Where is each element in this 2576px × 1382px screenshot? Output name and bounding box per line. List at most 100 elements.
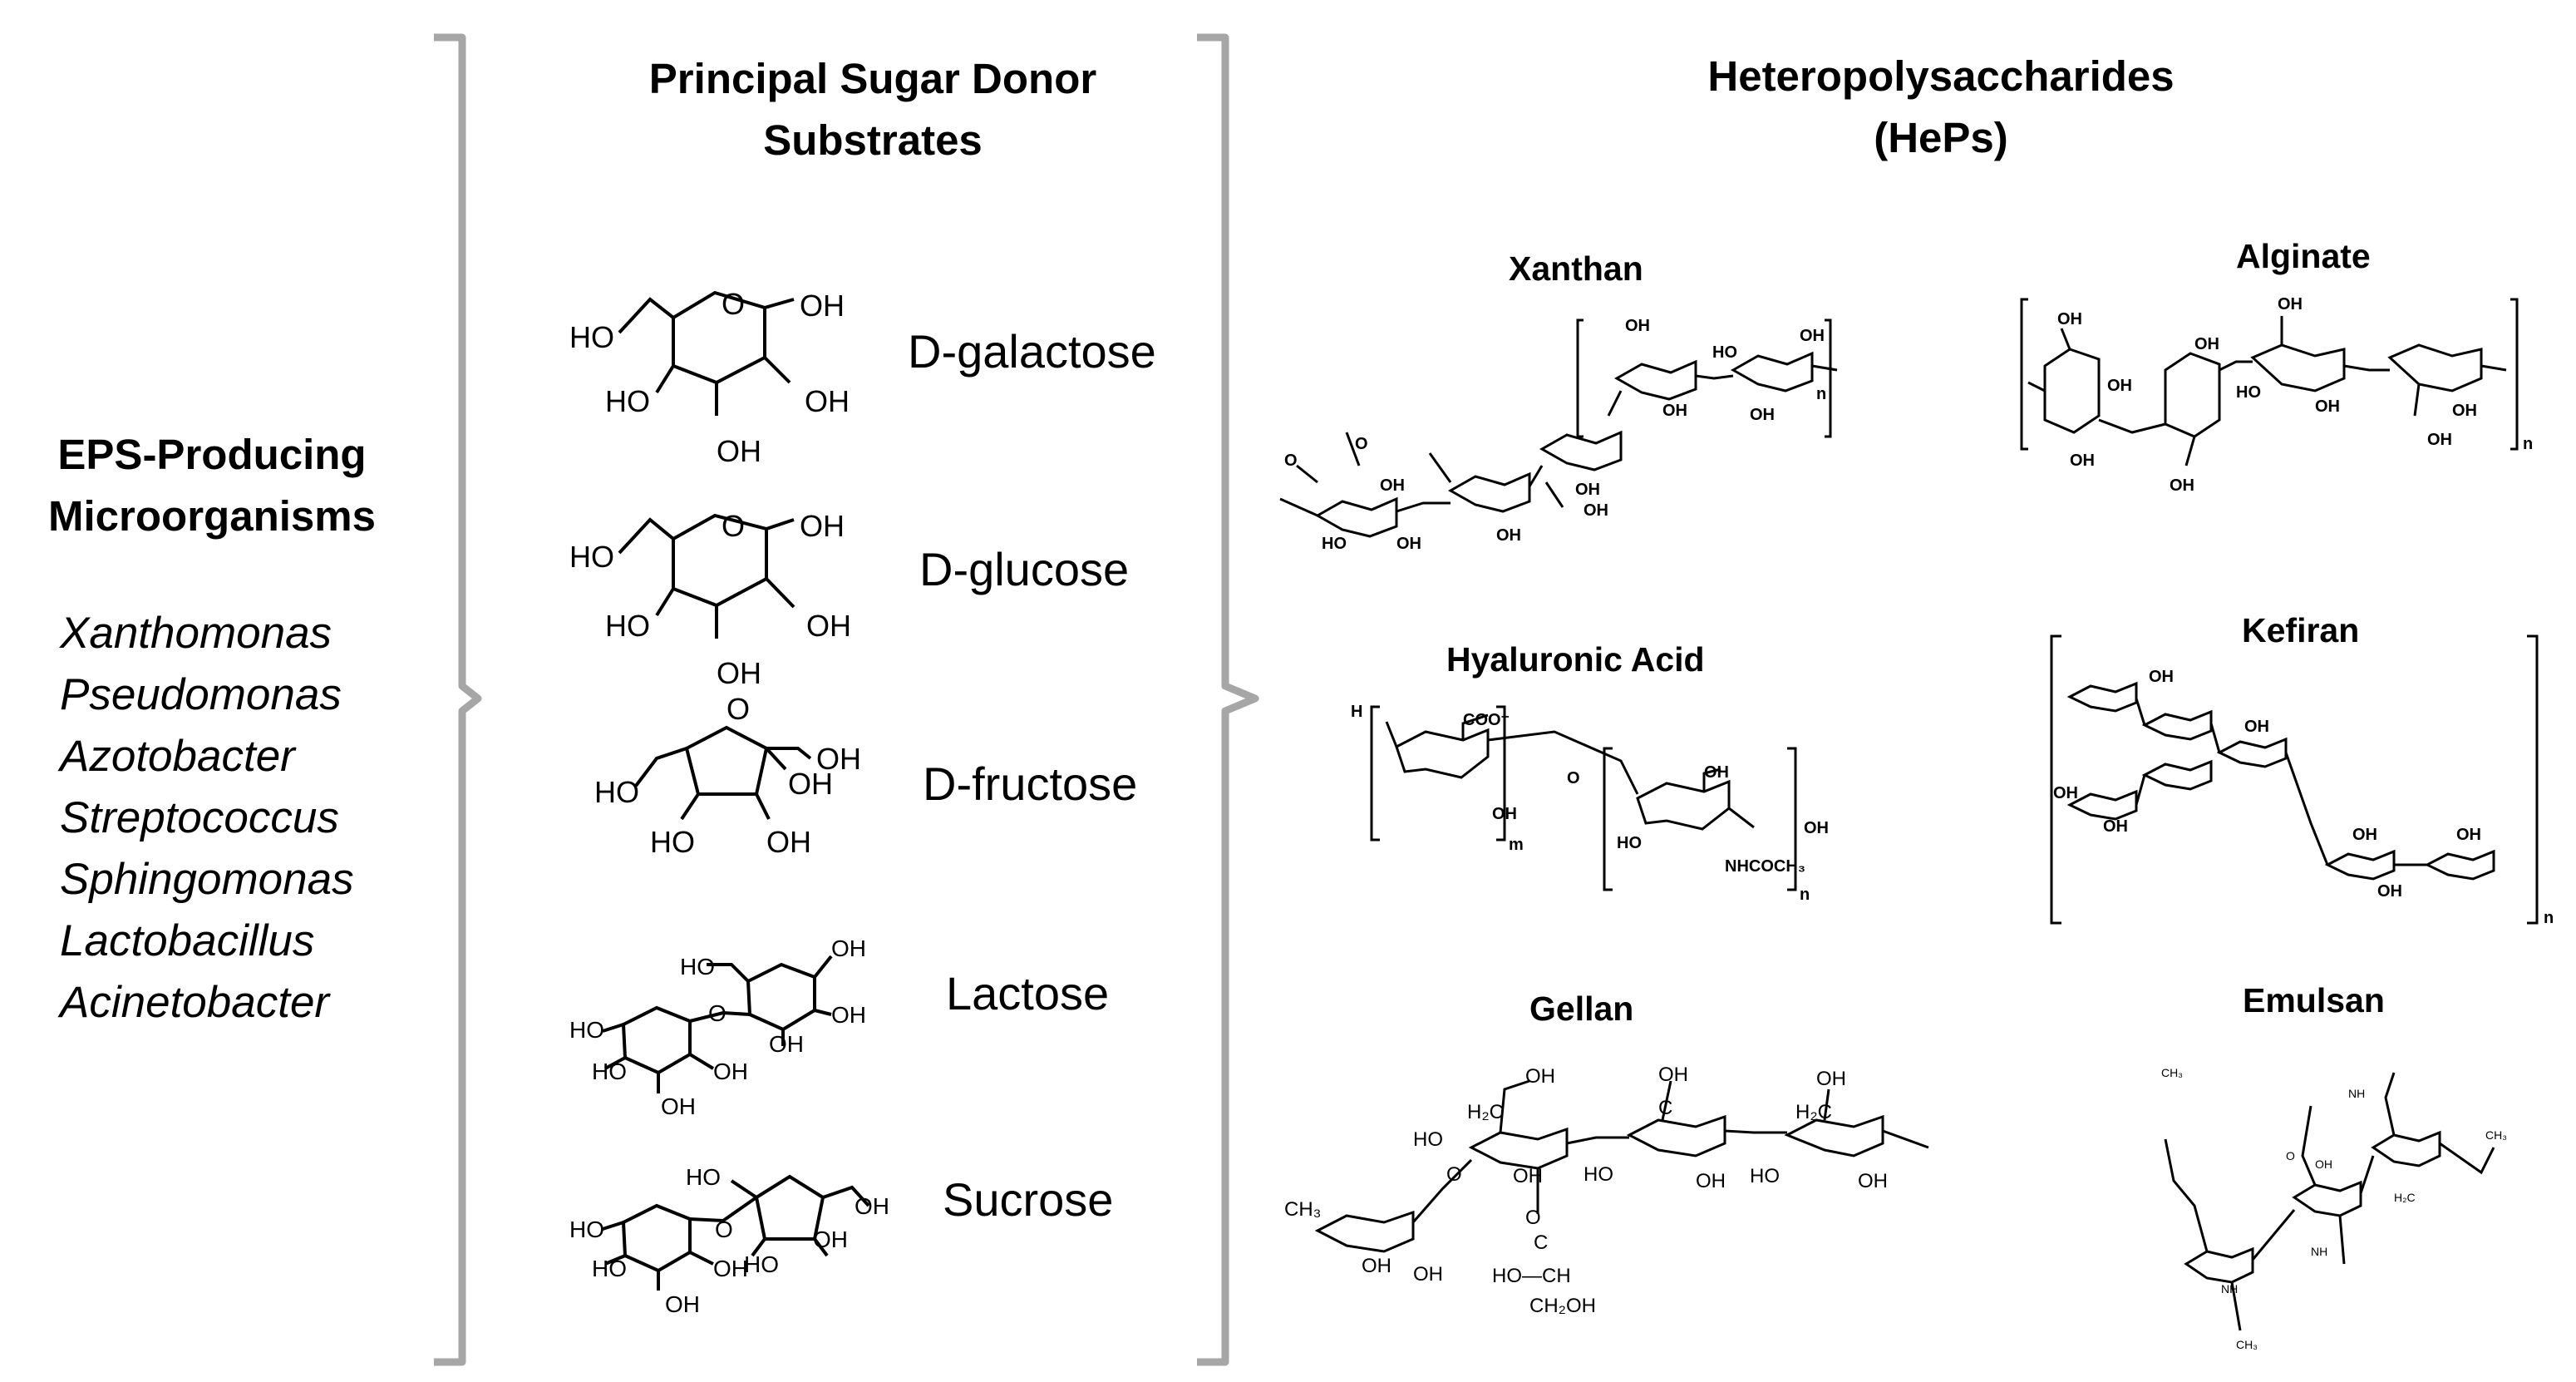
atom-label: n [1800,886,1810,904]
atom-label: OH [2244,718,2269,736]
atom-label: OH [800,509,845,543]
atom-label: OH [800,289,845,323]
atom-label: H₂C [1467,1101,1504,1123]
kefiran-structure [2050,634,2539,925]
atom-label: OH [813,1227,848,1252]
atom-label: O [1355,435,1368,453]
atom-label: OH [1625,317,1650,335]
organism-list: Xanthomonas Pseudomonas Azotobacter Stre… [60,603,354,1034]
atom-label: OH [2107,377,2132,395]
sugar-label-lactose: Lactose [946,967,1110,1019]
atom-label: HO [744,1251,779,1277]
atom-label: HO [569,540,614,574]
organism-item: Acinetobacter [60,978,330,1027]
atom-label: HO [1712,343,1737,362]
atom-label: CH₃ [2485,1128,2507,1142]
atom-label: OH [831,1002,866,1028]
atom-label: OH [1658,1064,1688,1086]
atom-label: O [1284,452,1298,470]
atom-label: HO [592,1256,627,1281]
atom-label: O [708,1000,727,1026]
atom-label: NH [2311,1245,2327,1258]
atom-label: H [1351,703,1362,721]
atom-label: OH [2377,882,2402,901]
atom-label: OH [1513,1165,1543,1187]
atom-label: HO [680,954,715,980]
atom-label: H₂C [2394,1191,2416,1204]
atom-label: n [1816,385,1826,403]
emulsan-structure [2164,1072,2495,1331]
atom-label: HO [569,1217,604,1242]
atom-label: HO [686,1164,721,1190]
middle-title-line2: Substrates [763,116,983,164]
atom-label: OH [2352,826,2377,844]
right-title-line2: (HePs) [1874,114,2008,161]
atom-label: OH [816,742,861,776]
atom-label: OH [1804,819,1829,837]
atom-label: OH [2427,431,2452,449]
right-title-line1: Heteropolysaccharides [1707,52,2175,100]
xanthan-structure [1279,318,1838,538]
atom-label: OH [1662,402,1687,420]
atom-label: HO [594,775,639,809]
atom-label: C [1534,1231,1548,1254]
atom-label: OH [806,609,851,643]
sucrose-ring-b [754,1174,825,1241]
middle-title-line1: Principal Sugar Donor [648,55,1097,102]
atom-label: OH [2053,784,2078,802]
atom-label: HO [569,320,614,354]
right-title: Heteropolysaccharides (HePs) [1554,46,2327,169]
atom-label: OH [1584,501,1608,520]
sugar-label-glucose: D-glucose [919,543,1130,595]
atom-label: OH [1816,1068,1846,1090]
atom-label: OH [1525,1065,1555,1088]
atom-label: OH [1575,481,1600,499]
atom-label: OH [769,1031,804,1057]
fructose-ring [684,725,769,796]
atom-label: OH [855,1193,889,1219]
atom-label: HO [1584,1163,1613,1186]
atom-label: OH [717,434,761,468]
atom-label: HO [1413,1128,1443,1151]
hep-label-alginate: Alginate [2236,237,2371,275]
atom-label: m [1509,836,1524,854]
left-title-line1: EPS-Producing [57,431,367,478]
atom-label: O [1446,1163,1462,1186]
organism-item: Streptococcus [60,793,339,842]
atom-label: CH₂OH [1529,1295,1596,1317]
organism-item: Lactobacillus [60,916,315,965]
atom-label: OH [766,825,811,859]
atom-label: O [722,509,745,543]
atom-label: O [722,287,745,321]
atom-label: C [1658,1097,1672,1119]
atom-label: HO [569,1017,604,1043]
atom-label: O [715,1217,733,1242]
atom-label: OH [2070,452,2095,470]
left-title: EPS-Producing Microorganisms [0,424,424,547]
atom-label: OH [717,656,761,690]
atom-label: NH [2221,1282,2238,1296]
alginate-structure [2020,298,2519,466]
atom-label: OH [713,1256,748,1281]
atom-label: HO [605,609,650,643]
atom-label: OH [1750,406,1775,424]
atom-label: OH [2278,295,2303,313]
atom-label: HO [1322,535,1347,553]
atom-label: OH [788,767,833,801]
atom-label: OH [831,935,866,961]
atom-label: OH [661,1093,696,1119]
atom-label: OH [1800,327,1825,345]
atom-label: O [1567,769,1580,787]
hep-label-hyaluronic-acid: Hyaluronic Acid [1446,640,1705,679]
hyaluronic-structure [1370,705,1797,891]
organism-item: Xanthomonas [60,609,332,658]
organism-item: Sphingomonas [60,855,354,904]
atom-label: H₂C [1795,1101,1832,1123]
hep-label-gellan: Gellan [1529,990,1634,1028]
hep-label-xanthan: Xanthan [1509,249,1643,288]
atom-label: OH [2057,310,2082,328]
atom-label: HO [592,1059,627,1084]
atom-label: n [2544,909,2554,927]
